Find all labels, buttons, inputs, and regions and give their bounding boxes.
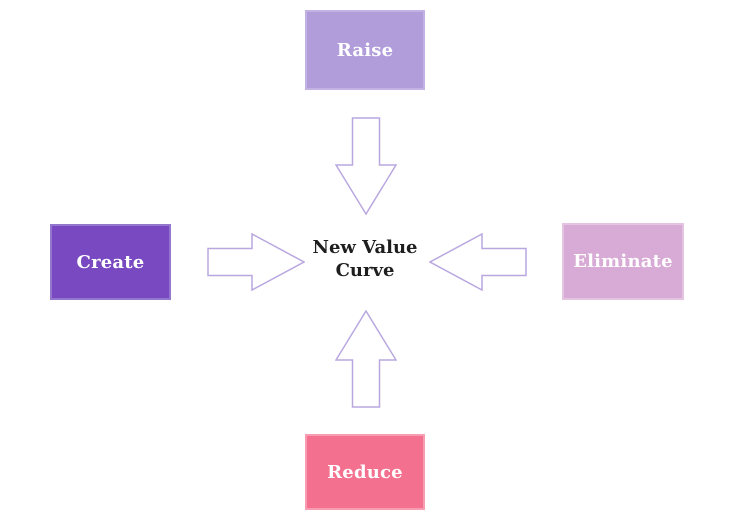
center-label: New Value Curve bbox=[312, 237, 418, 281]
box-reduce: Reduce bbox=[305, 434, 425, 510]
box-create-label: Create bbox=[76, 251, 145, 273]
box-raise-label: Raise bbox=[336, 39, 394, 61]
arrow-right-icon bbox=[207, 233, 305, 291]
arrow-right-shape bbox=[207, 233, 305, 291]
arrow-left-icon bbox=[429, 233, 527, 291]
box-eliminate-label: Eliminate bbox=[573, 251, 673, 272]
arrow-down-shape bbox=[335, 117, 397, 215]
box-reduce-label: Reduce bbox=[327, 461, 403, 483]
box-eliminate: Eliminate bbox=[562, 223, 684, 300]
box-create: Create bbox=[50, 224, 171, 300]
arrow-left-shape bbox=[429, 233, 527, 291]
arrow-up-icon bbox=[335, 310, 397, 408]
box-raise: Raise bbox=[305, 10, 425, 90]
arrow-down-icon bbox=[335, 117, 397, 215]
arrow-up-shape bbox=[335, 310, 397, 408]
